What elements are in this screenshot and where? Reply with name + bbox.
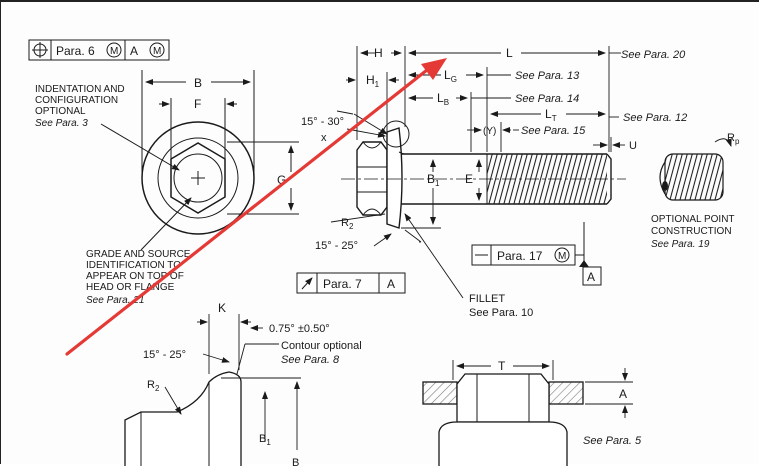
label-B: B bbox=[194, 76, 202, 90]
note-angle-15-30: 15° - 30° bbox=[301, 116, 344, 128]
label-R2: R2 bbox=[341, 217, 354, 231]
label-Rp: Rp bbox=[727, 132, 740, 146]
note-grade-source: GRADE AND SOURCE IDENTIFICATION TO APPEA… bbox=[86, 249, 191, 306]
svg-text:See Para. 19: See Para. 19 bbox=[651, 239, 710, 250]
note-para13: See Para. 13 bbox=[515, 70, 580, 82]
note-angle-15-25: 15° - 25° bbox=[315, 240, 358, 252]
label-x: x bbox=[321, 132, 327, 144]
svg-text:GRADE AND SOURCE: GRADE AND SOURCE bbox=[86, 249, 191, 260]
svg-text:CONFIGURATION: CONFIGURATION bbox=[35, 95, 118, 106]
fcf-para-text: Para. 6 bbox=[56, 44, 95, 58]
fcf-m1: M bbox=[110, 46, 118, 57]
svg-text:M: M bbox=[558, 251, 566, 262]
svg-text:IDENTIFICATION TO: IDENTIFICATION TO bbox=[86, 260, 181, 271]
label-K: K bbox=[218, 301, 226, 315]
wrench-fit-view bbox=[422, 360, 633, 466]
fcf-position-frame: Para. 6 M A M bbox=[28, 39, 170, 61]
note-para5: See Para. 5 bbox=[583, 435, 642, 447]
label-H: H bbox=[374, 46, 383, 60]
fcf-para7: Para. 7 A bbox=[296, 272, 406, 294]
fcf-para17: Para. 17 M A bbox=[471, 222, 602, 286]
svg-text:OPTIONAL: OPTIONAL bbox=[35, 106, 86, 117]
svg-text:Para. 7: Para. 7 bbox=[323, 277, 362, 291]
svg-text:See Para. 21: See Para. 21 bbox=[86, 295, 144, 306]
note-tolerance: 0.75° ±0.50° bbox=[269, 323, 330, 335]
svg-text:APPEAR ON TOP OF: APPEAR ON TOP OF bbox=[86, 271, 184, 282]
note-para14: See Para. 14 bbox=[515, 93, 579, 105]
svg-text:INDENTATION AND: INDENTATION AND bbox=[35, 84, 125, 95]
label-B1: B1 bbox=[427, 172, 440, 188]
optional-point-view: Rp OPTIONAL POINT CONSTRUCTION See Para.… bbox=[651, 132, 740, 250]
note-para20: See Para. 20 bbox=[621, 49, 686, 61]
label-LG: LG bbox=[444, 68, 457, 84]
label-F: F bbox=[194, 97, 201, 111]
note-contour-2: See Para. 8 bbox=[281, 354, 340, 366]
svg-text:A: A bbox=[387, 277, 395, 291]
svg-text:See Para. 10: See Para. 10 bbox=[469, 307, 533, 319]
red-annotation-arrow bbox=[65, 58, 447, 356]
label-E: E bbox=[465, 172, 473, 186]
label-G: G bbox=[277, 173, 286, 187]
position-icon bbox=[32, 42, 48, 58]
svg-text:HEAD OR FLANGE: HEAD OR FLANGE bbox=[86, 282, 175, 293]
label-B1b: B1 bbox=[259, 433, 271, 447]
svg-text:CONSTRUCTION: CONSTRUCTION bbox=[651, 226, 732, 237]
label-LB: LB bbox=[437, 91, 449, 107]
note-fillet: FILLET See Para. 10 bbox=[469, 293, 533, 319]
label-Y: (Y) bbox=[483, 126, 496, 137]
svg-text:OPTIONAL POINT: OPTIONAL POINT bbox=[651, 214, 735, 225]
note-contour-1: Contour optional bbox=[281, 340, 362, 352]
note-indentation: INDENTATION AND CONFIGURATION OPTIONAL S… bbox=[35, 84, 125, 129]
fcf-m2: M bbox=[153, 46, 161, 57]
runout-icon bbox=[301, 277, 313, 290]
label-R2b: R2 bbox=[147, 379, 160, 393]
label-LT: LT bbox=[545, 107, 557, 123]
note-para12: See Para. 12 bbox=[623, 112, 687, 124]
svg-text:Para. 17: Para. 17 bbox=[497, 249, 543, 263]
bolt-side-view bbox=[356, 120, 612, 229]
label-L: L bbox=[506, 46, 513, 60]
svg-text:FILLET: FILLET bbox=[469, 293, 505, 305]
label-A: A bbox=[619, 387, 627, 401]
svg-text:A: A bbox=[587, 270, 595, 284]
label-H1: H1 bbox=[366, 73, 380, 89]
label-T: T bbox=[498, 359, 506, 373]
label-Bb: B bbox=[292, 457, 299, 466]
note-para15: See Para. 15 bbox=[521, 125, 586, 137]
mmc-circle-icon bbox=[149, 42, 165, 58]
label-U: U bbox=[629, 140, 637, 152]
fcf-datum: A bbox=[130, 44, 138, 58]
head-top-view bbox=[100, 70, 299, 251]
mmc-circle-icon bbox=[106, 42, 122, 58]
svg-text:See Para. 3: See Para. 3 bbox=[35, 118, 88, 129]
flange-detail-view bbox=[124, 314, 301, 466]
mmc-circle-icon bbox=[554, 247, 570, 263]
note-angle-15-25-b: 15° - 25° bbox=[143, 349, 186, 361]
